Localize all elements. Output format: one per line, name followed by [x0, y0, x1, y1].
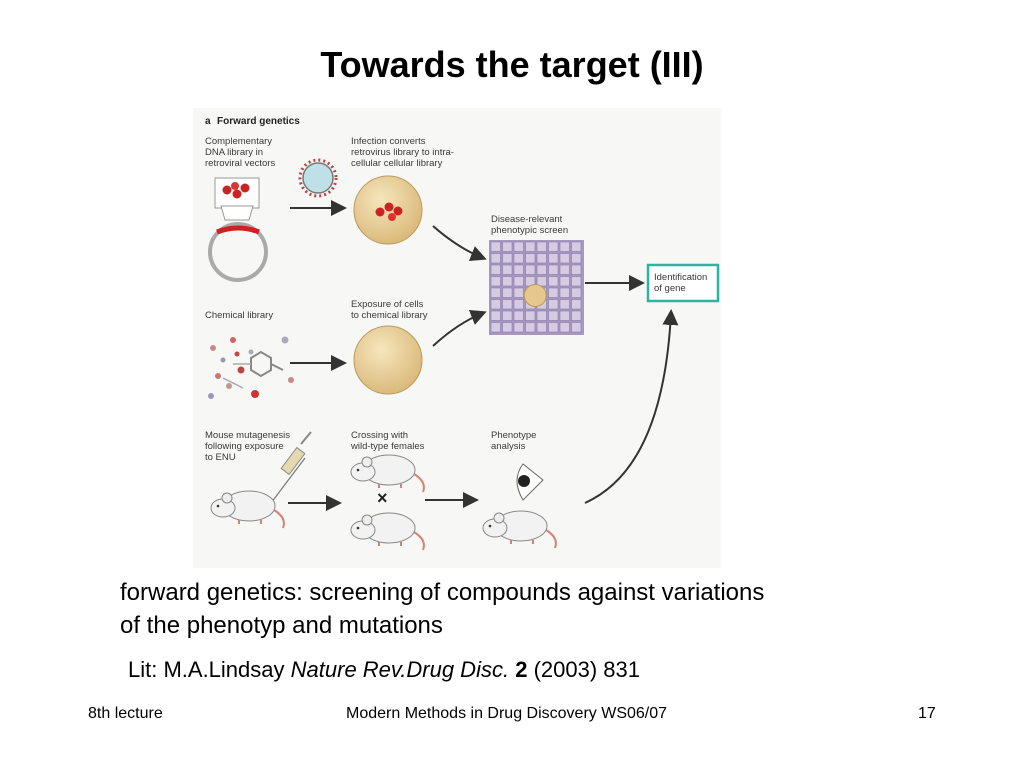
screen-label-2: phenotypic screen: [491, 225, 568, 236]
infection-label-1: Infection converts: [351, 136, 426, 147]
mouse-icon: [350, 454, 425, 493]
crossing-label-1: Crossing with: [351, 430, 408, 441]
positive-hit-cell: [523, 283, 547, 307]
screen-label-1: Disease-relevant: [491, 214, 563, 225]
mouse-icon: [482, 510, 557, 549]
lit-prefix: Lit: M.A.Lindsay: [128, 657, 291, 682]
forward-genetics-figure: a Forward genetics Complementary DNA lib…: [193, 108, 721, 568]
infected-cell-icon: [353, 175, 423, 245]
mutagenesis-label-2: following exposure: [205, 441, 284, 452]
lit-journal: Nature Rev.Drug Disc.: [290, 657, 510, 682]
phenotype-label-2: analysis: [491, 441, 526, 452]
crossing-label-2: wild-type females: [350, 441, 425, 452]
mutagenesis-label-1: Mouse mutagenesis: [205, 430, 290, 441]
chemical-library-icon: [208, 336, 294, 399]
page-number: 17: [918, 705, 936, 722]
infection-label-3: cellular cellular library: [351, 158, 443, 169]
figure-background: [193, 108, 721, 568]
cdna-label-3: retroviral vectors: [205, 158, 275, 169]
arrow-icon: [432, 225, 487, 261]
body-line-1: forward genetics: screening of compounds…: [120, 579, 765, 606]
exposure-label-2: to chemical library: [351, 310, 428, 321]
exposure-label-1: Exposure of cells: [351, 299, 424, 310]
cdna-label-1: Complementary: [205, 136, 272, 147]
panel-title: Forward genetics: [217, 116, 300, 127]
identification-label-1: Identification: [654, 272, 707, 283]
identification-label-2: of gene: [654, 283, 686, 294]
body-line-2: of the phenotyp and mutations: [120, 612, 443, 639]
syringe-icon: [270, 431, 312, 504]
slide-title: Towards the target (III): [320, 44, 704, 85]
chemical-label: Chemical library: [205, 310, 273, 321]
exposed-cell-icon: [353, 325, 423, 395]
mice-group: [210, 454, 557, 551]
footer-lecture: 8th lecture: [88, 705, 163, 722]
footer-course: Modern Methods in Drug Discovery WS06/07: [346, 705, 668, 722]
body-text: forward genetics: screening of compounds…: [120, 576, 920, 642]
retrovirus-particle-icon: [298, 158, 338, 198]
arrow-icon: [584, 309, 679, 504]
mouse-icon: [210, 490, 285, 529]
phenotype-label-1: Phenotype: [491, 430, 536, 441]
cdna-label-2: DNA library in: [205, 147, 263, 158]
lit-volume: 2: [515, 657, 528, 682]
eye-icon: [516, 463, 544, 501]
lit-rest: (2003) 831: [527, 657, 640, 682]
mutagenesis-label-3: to ENU: [205, 452, 236, 463]
mouse-icon: [350, 512, 425, 551]
infection-label-2: retrovirus library to intra-: [351, 147, 454, 158]
panel-letter: a: [205, 116, 211, 127]
retroviral-vector-icon: [208, 177, 268, 282]
screening-plate-icon: [489, 240, 584, 335]
literature-reference: Lit: M.A.Lindsay Nature Rev.Drug Disc. 2…: [128, 657, 640, 683]
arrow-icon: [432, 310, 487, 347]
cross-icon: ×: [377, 488, 388, 508]
identification-box: [646, 263, 720, 303]
